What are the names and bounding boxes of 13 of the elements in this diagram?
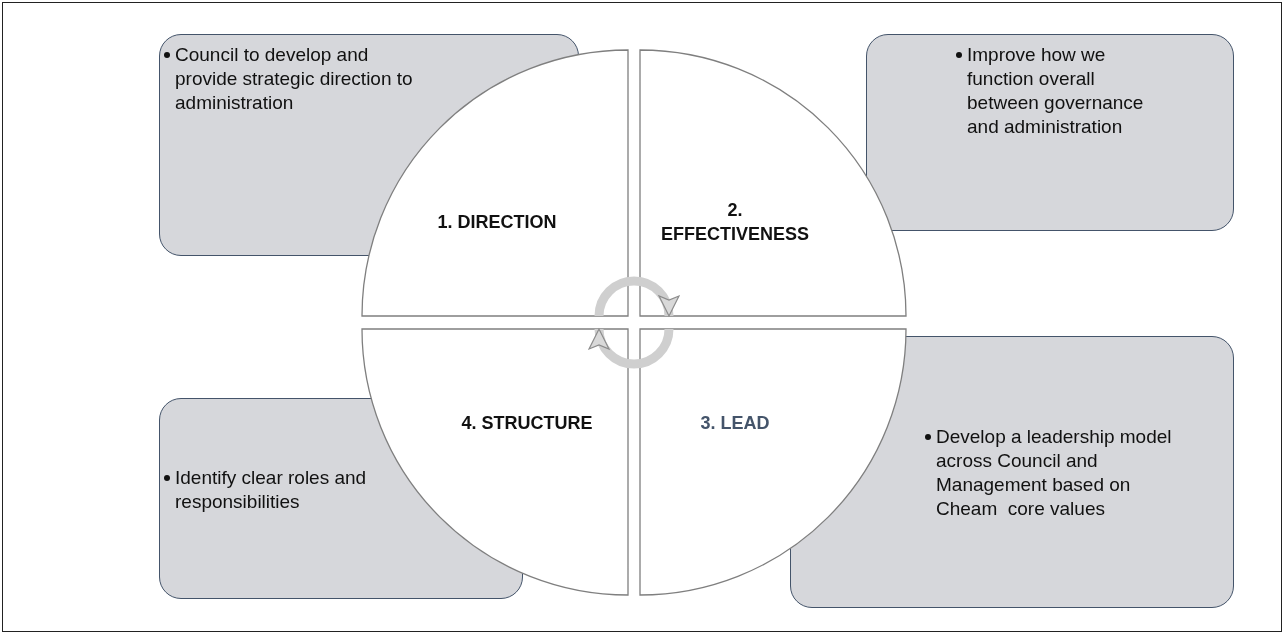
cycle-arrow xyxy=(594,276,679,317)
segment-label: 2. EFFECTIVENESS xyxy=(660,199,810,246)
quadrant-segment xyxy=(640,50,906,316)
bullet-text: Council to develop and provide strategic direction to administration xyxy=(163,43,425,115)
quadrant-segment xyxy=(640,329,906,595)
bullet-text: Identify clear roles and responsibilities xyxy=(163,466,405,514)
callout-box xyxy=(866,34,1234,231)
segment-label: 4. STRUCTURE xyxy=(460,412,594,435)
bullet-text: Develop a leadership model across Council and Management based on Cheam core values xyxy=(924,425,1176,521)
segment-label: 3. LEAD xyxy=(699,412,771,435)
cycle-arrow xyxy=(589,328,674,369)
bullet-text: Improve how we function overall between governance and administration xyxy=(955,43,1152,139)
segment-label: 1. DIRECTION xyxy=(436,211,558,234)
